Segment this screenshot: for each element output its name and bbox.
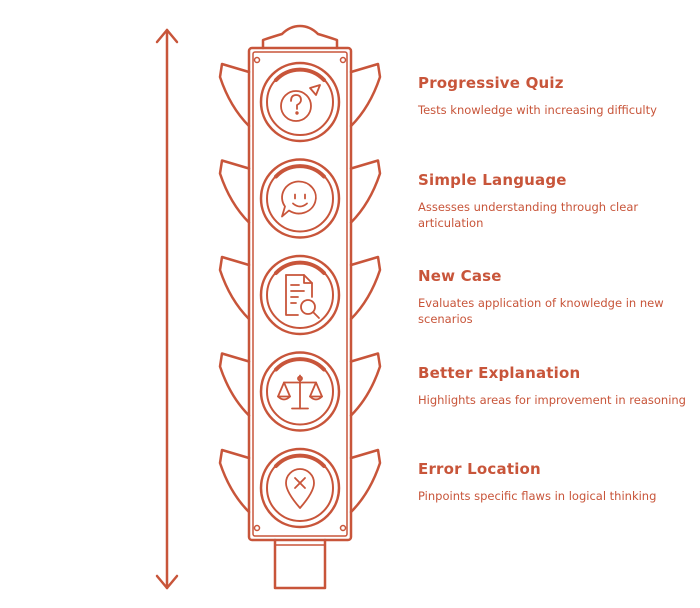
lamp-right-visor: [349, 62, 382, 128]
lamp-outer-ring: [259, 254, 341, 336]
lamp-left-visor: [218, 159, 251, 224]
vertical-double-arrow: [155, 28, 179, 590]
traffic-light-housing: [247, 46, 353, 542]
step-description: Tests knowledge with increasing difficul…: [418, 103, 657, 117]
question-bubble-icon: [280, 84, 321, 122]
step-description: Assesses understanding through clear art…: [418, 199, 639, 230]
traffic-light-lamp: [218, 351, 382, 432]
lamp-outer-ring: [259, 61, 341, 143]
traffic-light-lamp: [218, 447, 382, 529]
traffic-light-lamp: [218, 254, 382, 336]
smiley-speech-bubble-icon: [281, 180, 317, 218]
lamp-left-visor: [218, 352, 251, 417]
step-title: Better Explanation: [418, 363, 581, 382]
lamp-left-visor: [218, 62, 251, 128]
lamp-right-visor: [349, 448, 382, 514]
lamp-outer-ring: [259, 158, 341, 239]
document-search-icon: [285, 274, 320, 319]
traffic-light-pole: [273, 538, 327, 590]
traffic-light-lamp: [218, 158, 382, 239]
lamp-right-visor: [349, 255, 382, 321]
traffic-light-lamp: [218, 61, 382, 143]
balance-scale-icon: [277, 374, 323, 410]
step-title: Progressive Quiz: [418, 74, 564, 92]
lamp-right-visor: [349, 159, 382, 224]
traffic-light-cap: [261, 24, 339, 50]
error-pin-icon: [285, 468, 315, 509]
housing-bolts: [253, 56, 347, 532]
lamp-outer-ring: [259, 447, 341, 529]
step-title: New Case: [418, 267, 502, 285]
lamp-outer-ring: [259, 351, 341, 432]
step-description: Pinpoints specific flaws in logical thin…: [418, 489, 657, 503]
lamp-left-visor: [218, 255, 251, 321]
step-title: Error Location: [418, 460, 541, 478]
lamp-right-visor: [349, 352, 382, 417]
step-description: Evaluates application of knowledge in ne…: [418, 296, 664, 326]
step-title: Simple Language: [418, 170, 567, 189]
lamp-left-visor: [218, 448, 251, 514]
step-description: Highlights areas for improvement in reas…: [418, 392, 686, 407]
